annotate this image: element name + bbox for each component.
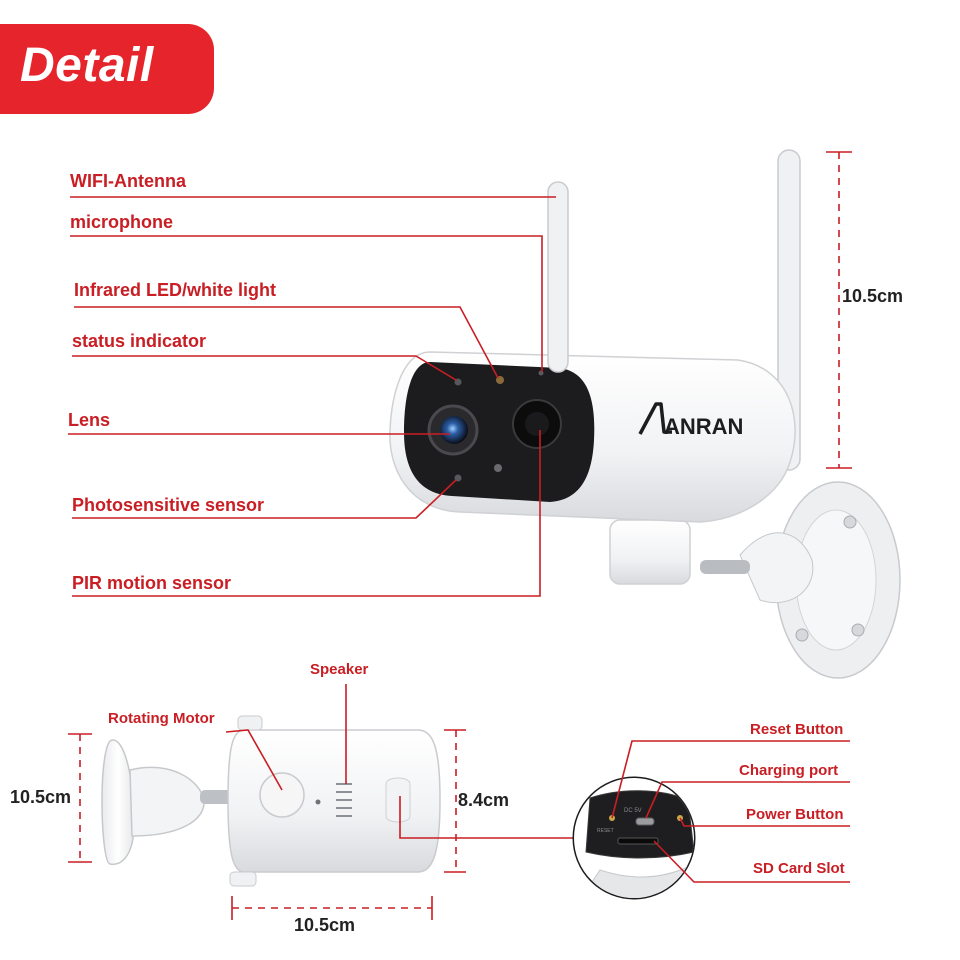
main-camera: ANRAN	[389, 149, 901, 679]
side-bottom-clip	[229, 871, 257, 887]
label-photosensitive-sensor: Photosensitive sensor	[72, 495, 265, 515]
side-body	[227, 729, 441, 873]
leader-pir	[72, 430, 541, 597]
leader-status	[72, 355, 457, 381]
side-hole	[315, 799, 321, 805]
port-cover	[385, 777, 411, 823]
label-pir-motion-sensor: PIR motion sensor	[72, 573, 232, 593]
label-infrared-led: Infrared LED/white light	[74, 280, 277, 300]
leader-microphone	[70, 235, 543, 372]
leader-photosensitive	[72, 479, 457, 519]
wall-mount	[700, 481, 901, 679]
port-detail: DC 5V RESET	[572, 776, 696, 900]
dimension-height-top: 10.5cm	[842, 286, 904, 306]
side-callout-lines	[225, 684, 620, 839]
light-sensor-dot	[494, 464, 502, 472]
status-led	[454, 378, 462, 386]
leader-port-detail	[399, 796, 620, 839]
port-callout-lines	[611, 740, 850, 883]
camera-lens	[440, 416, 468, 444]
leader-power	[679, 817, 850, 827]
speaker-grille	[336, 783, 352, 817]
leader-sd-card	[653, 840, 850, 883]
camera-face	[404, 362, 595, 502]
leader-infrared	[74, 306, 499, 379]
side-top-clip	[237, 715, 263, 731]
dimension-height-side: 10.5cm	[10, 787, 72, 807]
camera-neck	[609, 519, 691, 585]
side-dimensions	[68, 729, 466, 920]
logo-text: ANRAN	[664, 414, 743, 439]
dimension-body-length: 10.5cm	[294, 915, 356, 935]
label-power-button: Power Button	[746, 806, 844, 823]
label-sd-card-slot: SD Card Slot	[753, 860, 845, 877]
side-mount-plate	[101, 739, 136, 866]
label-wifi-antenna: WIFI-Antenna	[70, 171, 186, 191]
leader-rotating-motor	[225, 729, 283, 791]
dimension-top	[826, 151, 852, 469]
anran-logo: ANRAN	[638, 402, 743, 439]
photosensitive-sensor	[454, 474, 462, 482]
label-status-indicator: status indicator	[72, 331, 207, 351]
label-speaker: Speaker	[310, 661, 369, 678]
label-lens: Lens	[68, 410, 111, 430]
label-reset-button: Reset Button	[750, 721, 844, 738]
callout-lines	[68, 196, 556, 597]
wifi-antenna	[547, 181, 569, 373]
label-microphone: microphone	[70, 212, 174, 232]
detail-badge: Detail	[0, 24, 214, 114]
label-charging-port: Charging port	[739, 762, 839, 779]
badge-label: Detail	[20, 39, 154, 92]
reset-marking: RESET	[597, 828, 614, 834]
sd-slot	[617, 837, 659, 845]
side-camera	[101, 715, 441, 887]
label-rotating-motor: Rotating Motor	[108, 710, 215, 727]
dimension-body-height: 8.4cm	[458, 790, 510, 810]
leader-reset	[611, 740, 850, 819]
rotating-motor	[259, 772, 305, 818]
side-mount-arm	[129, 766, 205, 837]
dc-marking: DC 5V	[624, 808, 642, 814]
usb-c-port	[635, 817, 655, 826]
leader-charging	[645, 781, 850, 819]
